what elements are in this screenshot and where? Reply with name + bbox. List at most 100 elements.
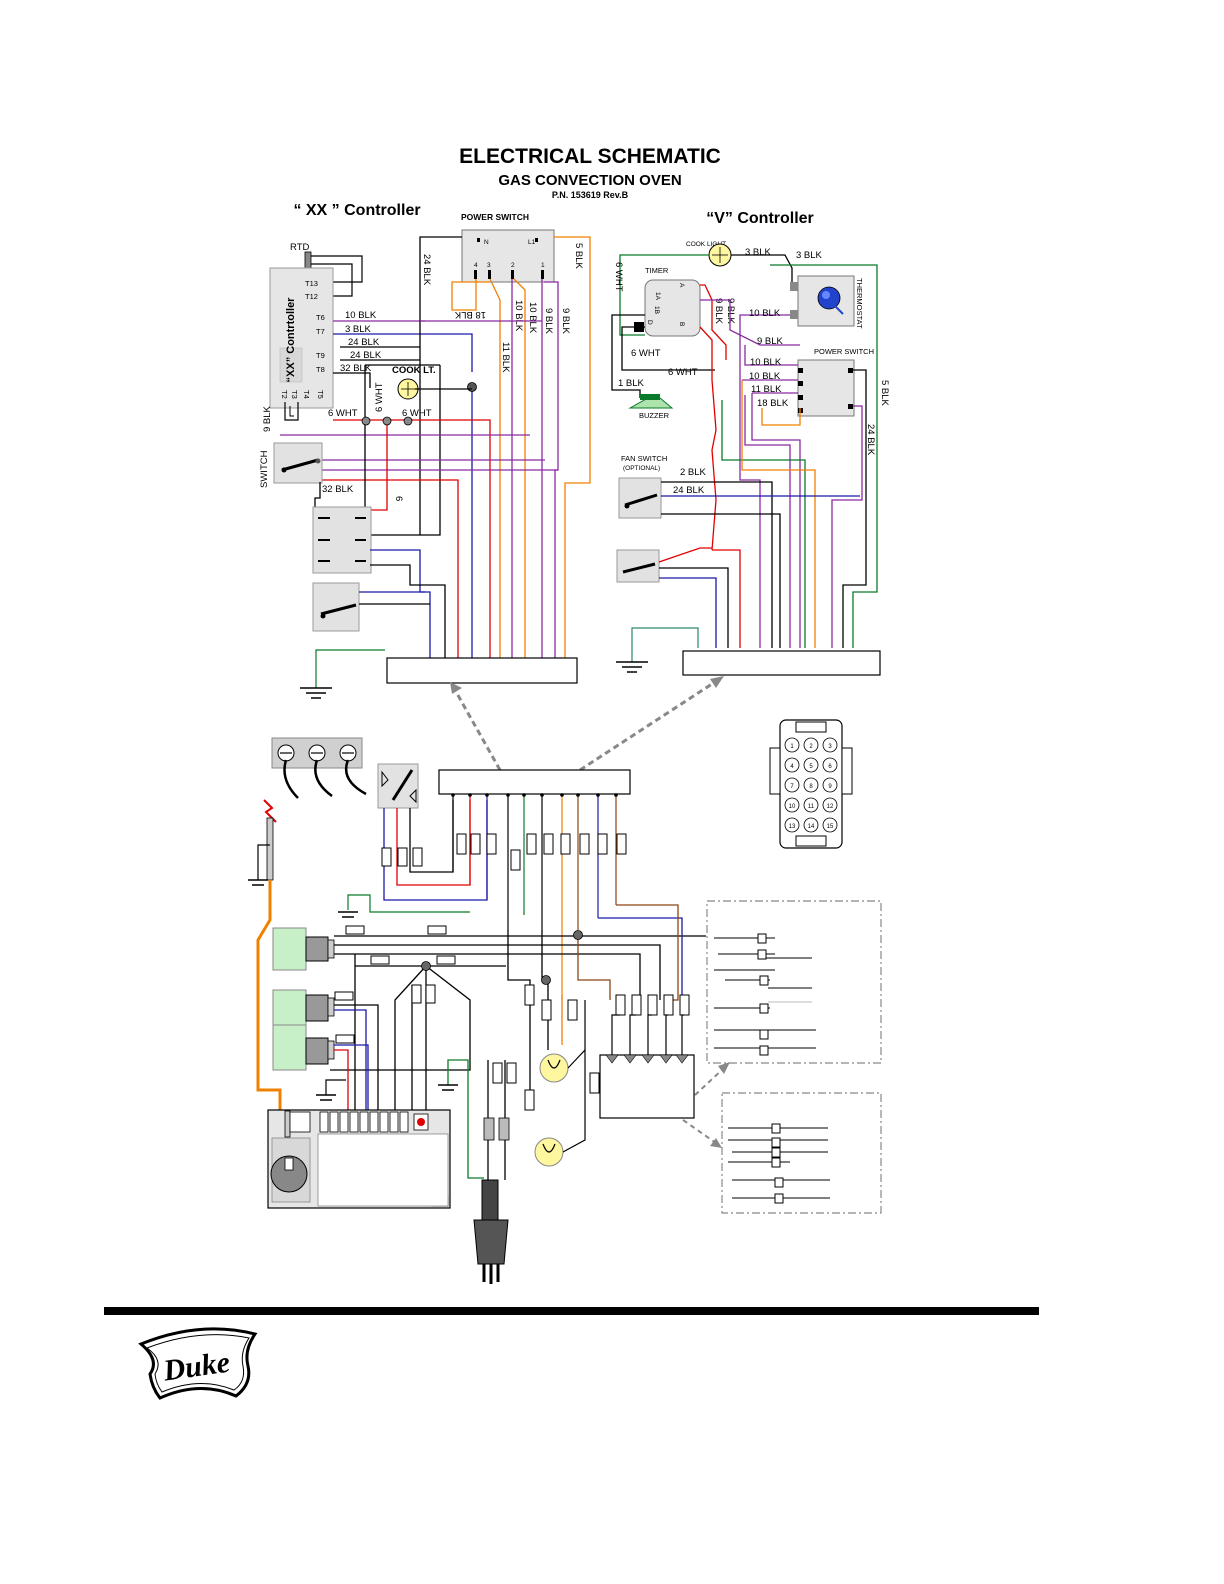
wire-label: 11 BLK	[500, 342, 511, 373]
svg-text:D: D	[646, 320, 653, 325]
wire-label: 10 BLK	[750, 357, 782, 368]
terminal-label: N	[484, 239, 489, 246]
element-block-icon	[599, 1054, 695, 1119]
valve-knob-icon	[270, 1155, 308, 1193]
pin-label: 2	[809, 744, 813, 750]
wire-label: 6	[393, 496, 404, 501]
power-switch-label: POWER SWITCH	[461, 212, 529, 222]
thermostat-dial-icon	[817, 286, 841, 310]
terminal-label: L1	[528, 239, 536, 246]
terminal-label: T3	[290, 390, 299, 399]
terminal-label: 2	[511, 262, 515, 269]
terminal-label: T13	[305, 279, 318, 288]
switch-label: SWITCH	[259, 450, 270, 488]
xx-harness-connector	[386, 657, 578, 684]
buzzer-label: BUZZER	[639, 411, 670, 420]
connection-arrows	[450, 676, 730, 1148]
pin-label: 7	[790, 784, 794, 790]
terminal-label: 3	[487, 262, 491, 269]
svg-text:1A: 1A	[654, 292, 661, 301]
pin-label: 12	[827, 804, 834, 810]
pin-label: 11	[808, 804, 815, 810]
pin-label: 14	[808, 824, 815, 830]
wire-label: 24 BLK	[673, 485, 705, 496]
module-icon	[272, 927, 307, 971]
pin-label: 10	[789, 804, 796, 810]
detail-box	[721, 1092, 882, 1214]
power-cord-icon	[481, 1179, 499, 1221]
svg-text:1B: 1B	[653, 306, 660, 314]
wire-label: 32 BLK	[322, 484, 354, 495]
timer-label: TIMER	[645, 266, 669, 275]
pin-label: 8	[809, 784, 813, 790]
switch-icon	[273, 442, 323, 484]
pin-label: 1	[790, 744, 794, 750]
wire-label: 18 BLK	[454, 309, 486, 320]
page-subtitle: GAS CONVECTION OVEN	[498, 172, 681, 189]
cook-light-label: COOK LT.	[392, 365, 436, 376]
wire-label: 9 BLK	[757, 336, 784, 347]
wire-label: 32 BLK	[340, 363, 372, 374]
page-title: ELECTRICAL SCHEMATIC	[459, 145, 721, 168]
footer-rule	[104, 1307, 1039, 1315]
wire-label: 6 WHT	[668, 367, 698, 378]
xx-controller-board	[269, 267, 334, 409]
wire-label: 11 BLK	[751, 384, 782, 395]
wire-label: 6 WHT	[374, 382, 385, 412]
part-number: P.N. 153619 Rev.B	[552, 190, 629, 200]
terminal-label: T9	[316, 351, 325, 360]
wire-label: 10 BLK	[749, 371, 781, 382]
terminal-label: 1	[541, 262, 545, 269]
wire-label: 6 WHT	[613, 262, 624, 292]
wire-label: 3 BLK	[745, 247, 772, 258]
wire-label: 5 BLK	[879, 380, 890, 407]
pin-label: 13	[789, 824, 796, 830]
pin-label: 9	[828, 784, 832, 790]
v-cook-light-label: COOK LIGHT	[686, 241, 726, 248]
wire-label: 9 BLK	[543, 308, 554, 335]
terminal-label: T12	[305, 292, 318, 301]
wire-label: 6 WHT	[328, 408, 358, 419]
v-power-switch-body	[797, 359, 855, 417]
wire-label: 10 BLK	[513, 300, 524, 332]
pin-label: 15	[827, 824, 834, 830]
terminal-label: 4	[474, 262, 478, 269]
igniter-icon	[266, 817, 274, 881]
terminal-label: T5	[316, 390, 325, 399]
lower-wiring-section: 1 2 3 4 5 6 7 8 9 10 11 12 13 14 15	[248, 719, 882, 1284]
v-controller-heading: “V” Controller	[706, 210, 814, 227]
wire-label: 6 WHT	[631, 348, 661, 359]
v-controller-section: COOK LIGHT 6 WHT 3 BLK 3 BLK THERMOSTAT …	[611, 241, 890, 676]
fan-switch-icon	[618, 477, 662, 519]
timer-icon	[644, 279, 701, 337]
module-icon	[272, 989, 307, 1071]
wire-label: 24 BLK	[348, 337, 380, 348]
rtd-probe-icon	[304, 251, 312, 269]
wire-label: 6 WHT	[402, 408, 432, 419]
wire-label: 24 BLK	[350, 350, 382, 361]
terminal-label: T6	[316, 313, 325, 322]
wire-label: 24 BLK	[865, 424, 876, 456]
fan-switch-note: (OPTIONAL)	[623, 465, 660, 472]
wire-label: 2 BLK	[680, 467, 707, 478]
spark-icon	[263, 799, 277, 823]
terminal-label: T2	[280, 390, 289, 399]
v-power-switch-label: POWER SWITCH	[814, 347, 874, 356]
pin-label: 5	[809, 764, 813, 770]
xx-controller-section: RTD “XX” Contrtoller T13 T12 T6 T7 T9 T8…	[259, 212, 591, 699]
wire-label: 9 BLK	[560, 308, 571, 335]
wire-label: 1 BLK	[618, 378, 645, 389]
wire-label: 3 BLK	[345, 324, 372, 335]
xx-board-label: “XX” Contrtoller	[285, 297, 297, 383]
detail-box	[706, 900, 882, 1064]
main-harness-connector	[438, 769, 631, 795]
wire-label: 18 BLK	[757, 398, 789, 409]
wire-label: 5 BLK	[573, 243, 584, 270]
wire-label: 3 BLK	[796, 250, 823, 261]
terminal-label: T8	[316, 365, 325, 374]
pin-label: 4	[790, 764, 794, 770]
duke-logo: Duke	[138, 1327, 258, 1400]
v-harness-connector	[682, 650, 881, 676]
fifteen-pin-connector-icon: 1 2 3 4 5 6 7 8 9 10 11 12 13 14 15	[769, 719, 853, 849]
